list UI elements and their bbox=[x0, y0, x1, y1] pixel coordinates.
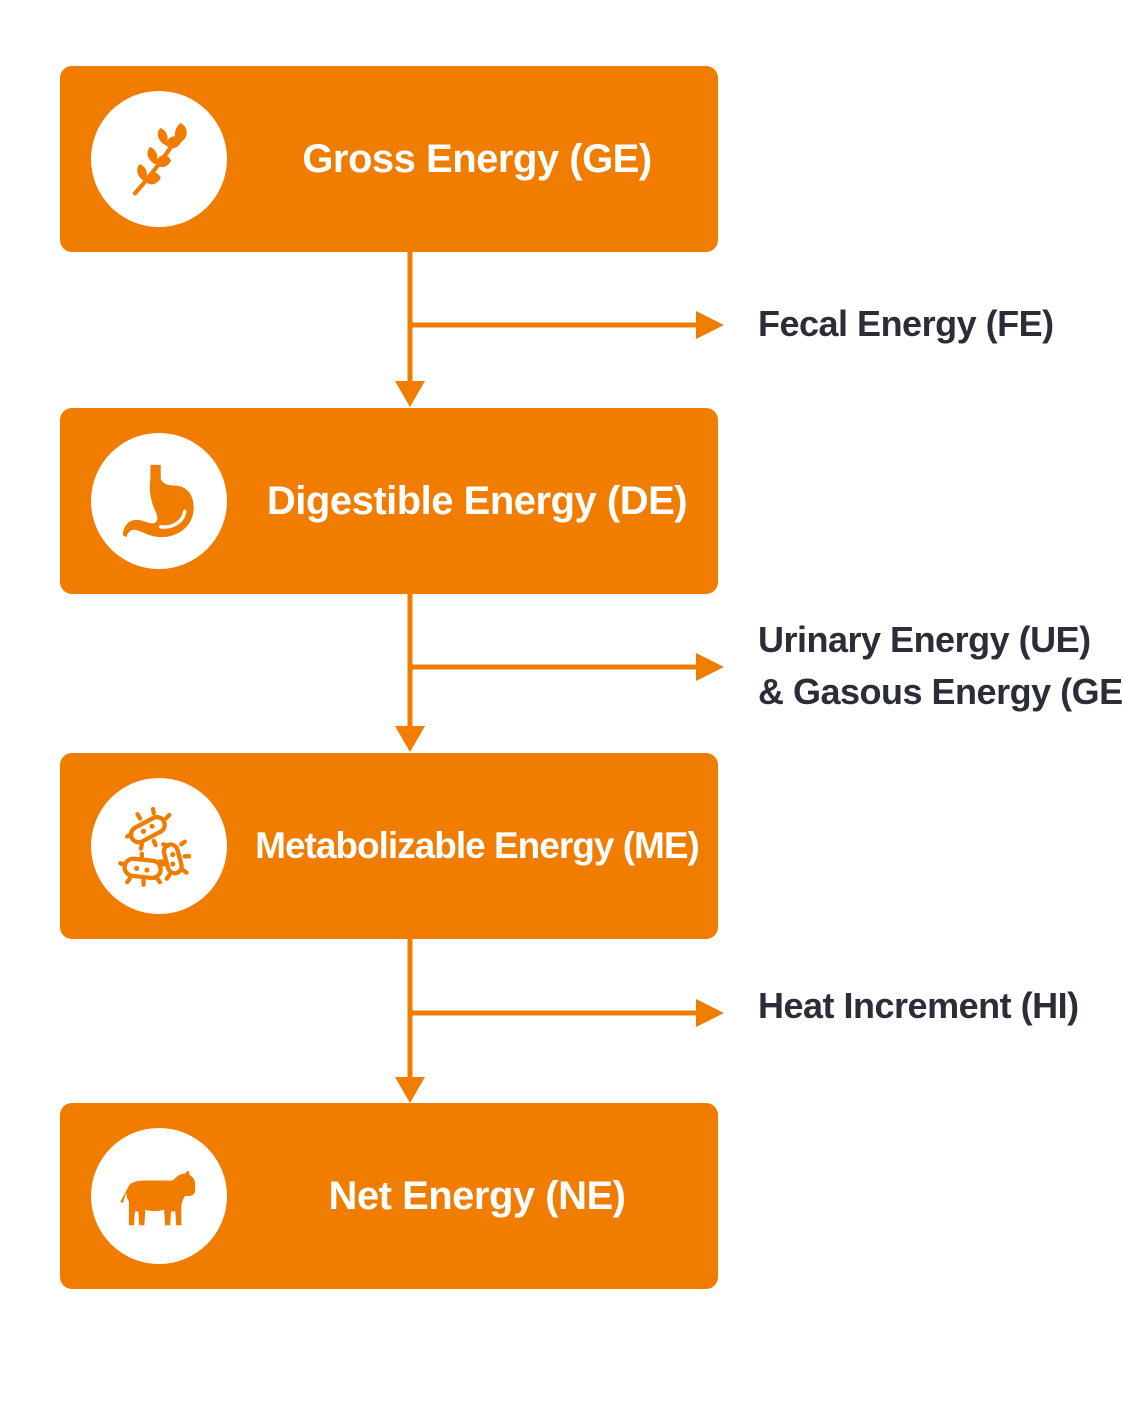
icon-badge bbox=[91, 1128, 227, 1264]
stage-box-gross-energy: Gross Energy (GE) bbox=[60, 66, 718, 252]
icon-badge bbox=[91, 433, 227, 569]
bacteria-icon bbox=[118, 806, 192, 887]
loss-label-line: Heat Increment (HI) bbox=[758, 985, 1079, 1026]
icon-badge bbox=[91, 778, 227, 914]
loss-label-line: & Gasous Energy (GE) bbox=[758, 671, 1123, 712]
down-arrowhead-3 bbox=[395, 1077, 425, 1103]
stage-box-metabolizable-energy: Metabolizable Energy (ME) bbox=[60, 753, 718, 939]
loss-label-heat-increment: Heat Increment (HI) bbox=[758, 980, 1118, 1032]
wheat-icon bbox=[132, 122, 187, 196]
stage-label: Metabolizable Energy (ME) bbox=[255, 825, 700, 866]
right-arrowhead-2 bbox=[696, 653, 724, 681]
stage-box-net-energy: Net Energy (NE) bbox=[60, 1103, 718, 1289]
stage-label: Digestible Energy (DE) bbox=[266, 478, 688, 523]
right-arrowhead-1 bbox=[696, 311, 724, 339]
stage-label: Net Energy (NE) bbox=[328, 1173, 627, 1218]
right-arrowhead-3 bbox=[696, 999, 724, 1027]
down-arrowhead-1 bbox=[395, 381, 425, 407]
loss-label-urinary-gaseous-energy: Urinary Energy (UE) & Gasous Energy (GE) bbox=[758, 614, 1123, 718]
cow-icon bbox=[120, 1170, 196, 1226]
loss-label-line: Urinary Energy (UE) bbox=[758, 619, 1091, 660]
stage-label: Gross Energy (GE) bbox=[302, 136, 652, 181]
stomach-icon bbox=[122, 464, 194, 538]
stage-box-digestible-energy: Digestible Energy (DE) bbox=[60, 408, 718, 594]
down-arrowhead-2 bbox=[395, 726, 425, 752]
icon-badge bbox=[91, 91, 227, 227]
loss-label-line: Fecal Energy (FE) bbox=[758, 303, 1054, 344]
loss-label-fecal-energy: Fecal Energy (FE) bbox=[758, 298, 1118, 350]
